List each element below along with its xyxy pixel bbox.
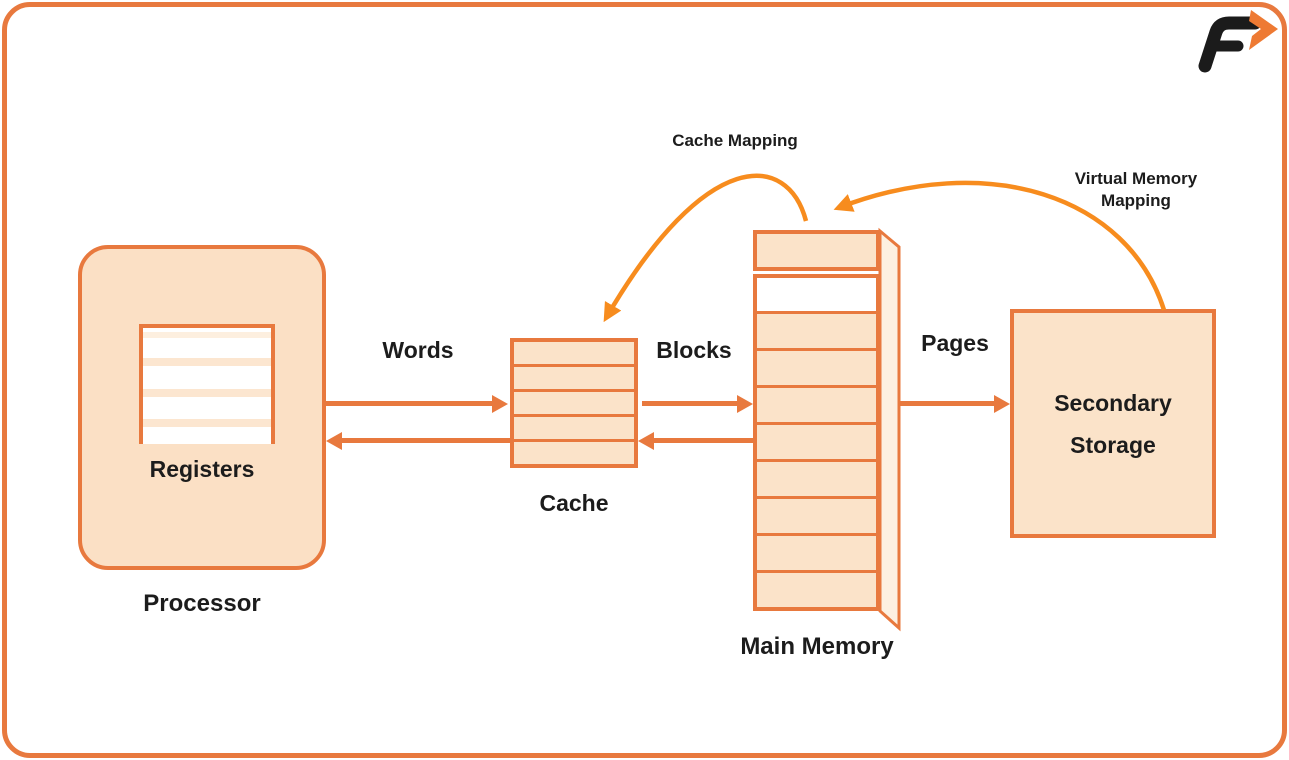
- main-memory-box: [753, 274, 880, 611]
- memory-cell-row: [757, 388, 876, 425]
- main-memory-rows: [757, 314, 876, 607]
- cache-mapping-label: Cache Mapping: [672, 131, 798, 150]
- processor-label: Processor: [143, 590, 261, 617]
- memory-cell-row: [514, 417, 634, 442]
- blocks-return-line: [653, 438, 753, 443]
- memory-cell-row: [514, 442, 634, 464]
- brand-logo: [1183, 8, 1281, 74]
- blocks-label: Blocks: [656, 337, 732, 363]
- register-stripe: [143, 419, 271, 427]
- pages-label: Pages: [921, 330, 989, 356]
- arrowhead-right-icon: [994, 395, 1010, 413]
- secondary-storage-box: Secondary Storage: [1010, 309, 1216, 538]
- memory-cell-row: [757, 351, 876, 388]
- cache-label: Cache: [539, 490, 609, 516]
- processor-box: [78, 245, 326, 570]
- secondary-storage-label: Secondary Storage: [1054, 389, 1172, 458]
- memory-cell-row: [757, 314, 876, 351]
- logo-f-icon: [1198, 10, 1278, 73]
- memory-cell-row: [757, 462, 876, 499]
- arrowhead-left-icon: [638, 432, 654, 450]
- arrowhead-right-icon: [492, 395, 508, 413]
- pages-arrow-line: [899, 401, 996, 406]
- register-stripe: [143, 358, 271, 366]
- main-memory-label: Main Memory: [740, 633, 894, 660]
- main-memory-3d-side: [878, 227, 901, 632]
- logo-arrow-icon: [1249, 10, 1278, 50]
- register-stripe: [143, 332, 271, 338]
- memory-cell-row: [757, 536, 876, 573]
- cache-rows: [514, 342, 634, 464]
- memory-cell-row: [514, 342, 634, 367]
- memory-cell-row: [514, 392, 634, 417]
- memory-cell-row: [757, 499, 876, 536]
- words-label: Words: [382, 337, 454, 363]
- arrowhead-right-icon: [737, 395, 753, 413]
- arrowhead-left-icon: [326, 432, 342, 450]
- main-memory-header-row: [753, 230, 880, 271]
- memory-cell-row: [757, 573, 876, 607]
- virtual-memory-mapping-label: Virtual Memory Mapping: [1074, 169, 1198, 210]
- register-stripe: [143, 389, 271, 397]
- memory-cell-row-empty: [757, 278, 876, 314]
- blocks-arrow-line: [642, 401, 739, 406]
- words-arrow-line: [326, 401, 494, 406]
- words-return-line: [341, 438, 510, 443]
- memory-cell-row: [757, 425, 876, 462]
- cache-box: [510, 338, 638, 468]
- registers-box: [139, 324, 275, 444]
- memory-cell-row: [514, 367, 634, 392]
- registers-label: Registers: [149, 456, 255, 482]
